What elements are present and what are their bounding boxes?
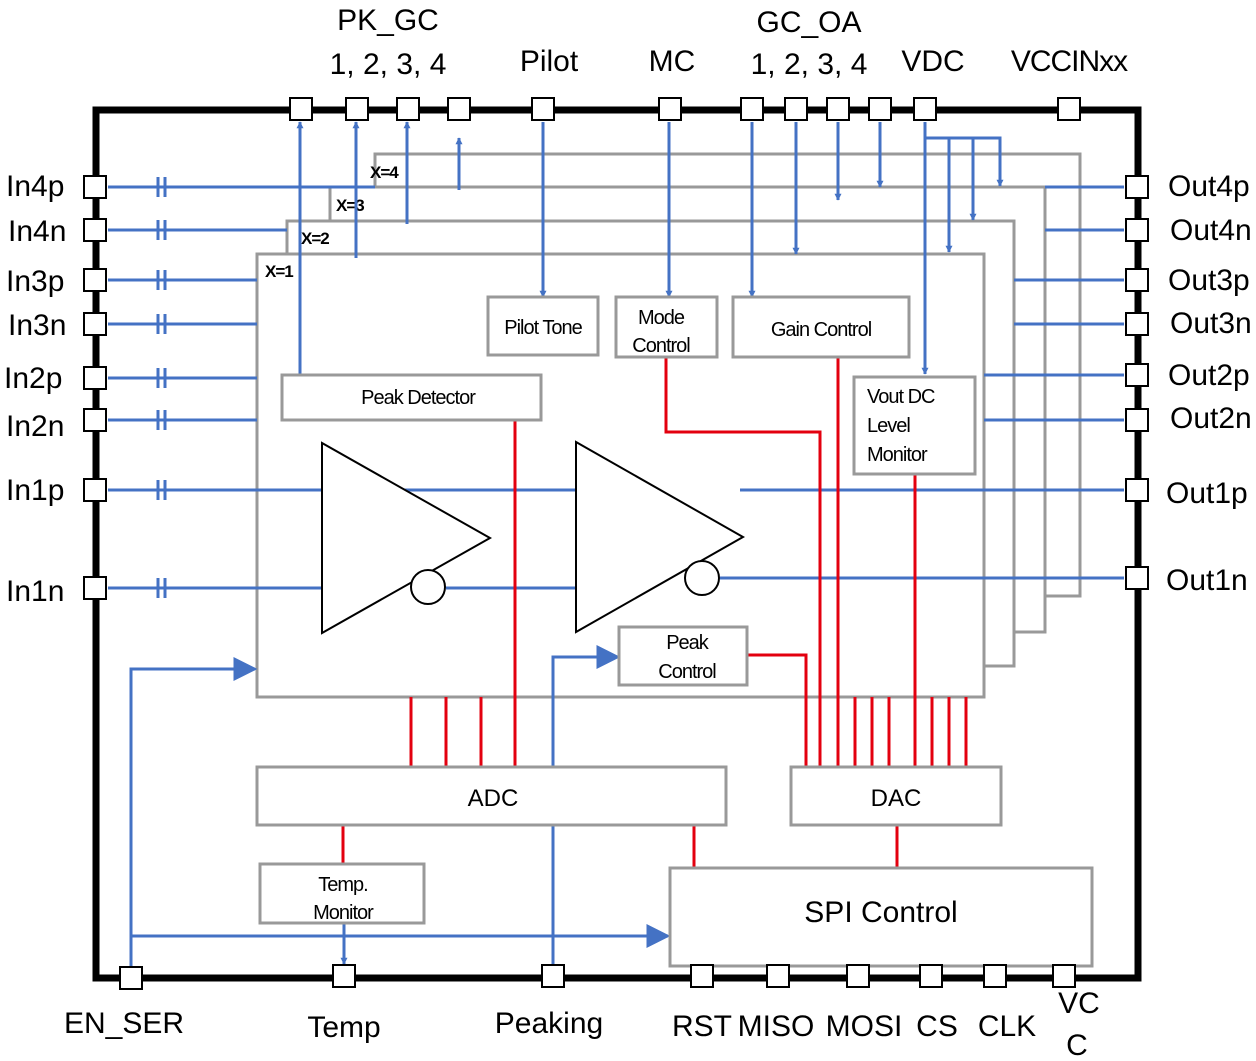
pilot-tone-block: Pilot Tone [486,295,600,357]
pin-label-mosi: MOSI [826,1010,903,1043]
pin-label-gc-oa-numbers: 1, 2, 3, 4 [751,48,868,81]
pin-label-en-ser: EN_SER [64,1007,184,1040]
pin-label-rst: RST [672,1010,732,1043]
pin-label-vcc-2: C [1066,1029,1088,1061]
pin-label-out4n: Out4n [1170,214,1252,247]
svg-text:Mode: Mode [638,307,685,329]
chip-outline [92,106,1142,982]
mode-control-block: Mode Control [614,295,719,359]
peak-detector-block: Peak Detector [280,373,543,422]
pin-label-vccinxx: VCCINxx [1011,45,1128,78]
pin-label-temp: Temp [307,1011,380,1044]
pin-label-in1p: In1p [6,474,64,507]
pin-label-pk-gc-numbers: 1, 2, 3, 4 [330,48,447,81]
vout-dc-level-monitor-block: Vout DC Level Monitor [852,375,977,476]
svg-text:SPI Control: SPI Control [804,896,957,929]
pin-label-out3p: Out3p [1168,264,1250,297]
left-pin-pads [83,175,107,600]
svg-text:Temp.: Temp. [318,874,367,896]
svg-text:Pilot Tone: Pilot Tone [504,317,582,339]
pin-label-in4n: In4n [8,215,66,248]
svg-text:Monitor: Monitor [313,902,374,924]
pin-label-out4p: Out4p [1168,170,1250,203]
svg-text:Peak: Peak [666,632,710,654]
pin-label-out2n: Out2n [1170,402,1252,435]
pin-label-miso: MISO [738,1010,815,1043]
spi-control-block: SPI Control [668,866,1094,968]
svg-text:DAC: DAC [871,785,922,812]
pin-label-out1n: Out1n [1166,564,1248,597]
channel-label-x1: X=1 [265,262,293,281]
svg-text:Vout DC: Vout DC [867,386,935,408]
pin-label-mc: MC [649,45,696,78]
adc-block: ADC [255,765,728,827]
pin-label-pilot: Pilot [520,45,579,78]
dac-block: DAC [789,765,1003,827]
pin-label-peaking: Peaking [495,1007,603,1040]
peak-control-block: Peak Control [617,625,749,687]
signal-lines [108,121,1124,968]
pin-label-out1p: Out1p [1166,477,1248,510]
temp-monitor-block: Temp. Monitor [258,862,426,925]
pin-label-vcc: VC [1058,987,1100,1020]
pin-label-in1n: In1n [6,575,64,608]
control-lines [341,357,968,868]
svg-text:Level: Level [867,415,910,437]
pin-label-clk: CLK [978,1010,1036,1043]
pin-label-gc-oa: GC_OA [756,6,861,39]
pin-label-in3n: In3n [8,309,66,342]
pin-label-in4p: In4p [6,170,64,203]
svg-text:ADC: ADC [468,785,519,812]
channel-label-x4: X=4 [370,163,399,182]
channel-label-x2: X=2 [301,229,329,248]
svg-text:Monitor: Monitor [867,444,928,466]
svg-text:Control: Control [632,335,690,357]
pin-label-out3n: Out3n [1170,307,1252,340]
pin-label-vdc: VDC [901,45,964,78]
bottom-pin-pads [119,964,1076,990]
svg-text:Gain Control: Gain Control [771,319,872,341]
svg-text:Control: Control [658,661,716,683]
right-pin-pads [1125,175,1149,590]
pin-label-out2p: Out2p [1168,359,1250,392]
input-capacitors [156,177,167,598]
svg-text:Peak Detector: Peak Detector [361,387,476,409]
channel-label-x3: X=3 [336,196,364,215]
pin-label-in3p: In3p [6,265,64,298]
pin-label-pk-gc: PK_GC [337,4,439,37]
amplifier-2 [575,440,746,634]
amplifier-1 [321,441,493,635]
pin-label-cs: CS [916,1010,958,1043]
pin-label-in2n: In2n [6,410,64,443]
gain-control-block: Gain Control [731,295,911,359]
pin-label-in2p: In2p [4,362,62,395]
top-pin-pads [289,97,1081,121]
